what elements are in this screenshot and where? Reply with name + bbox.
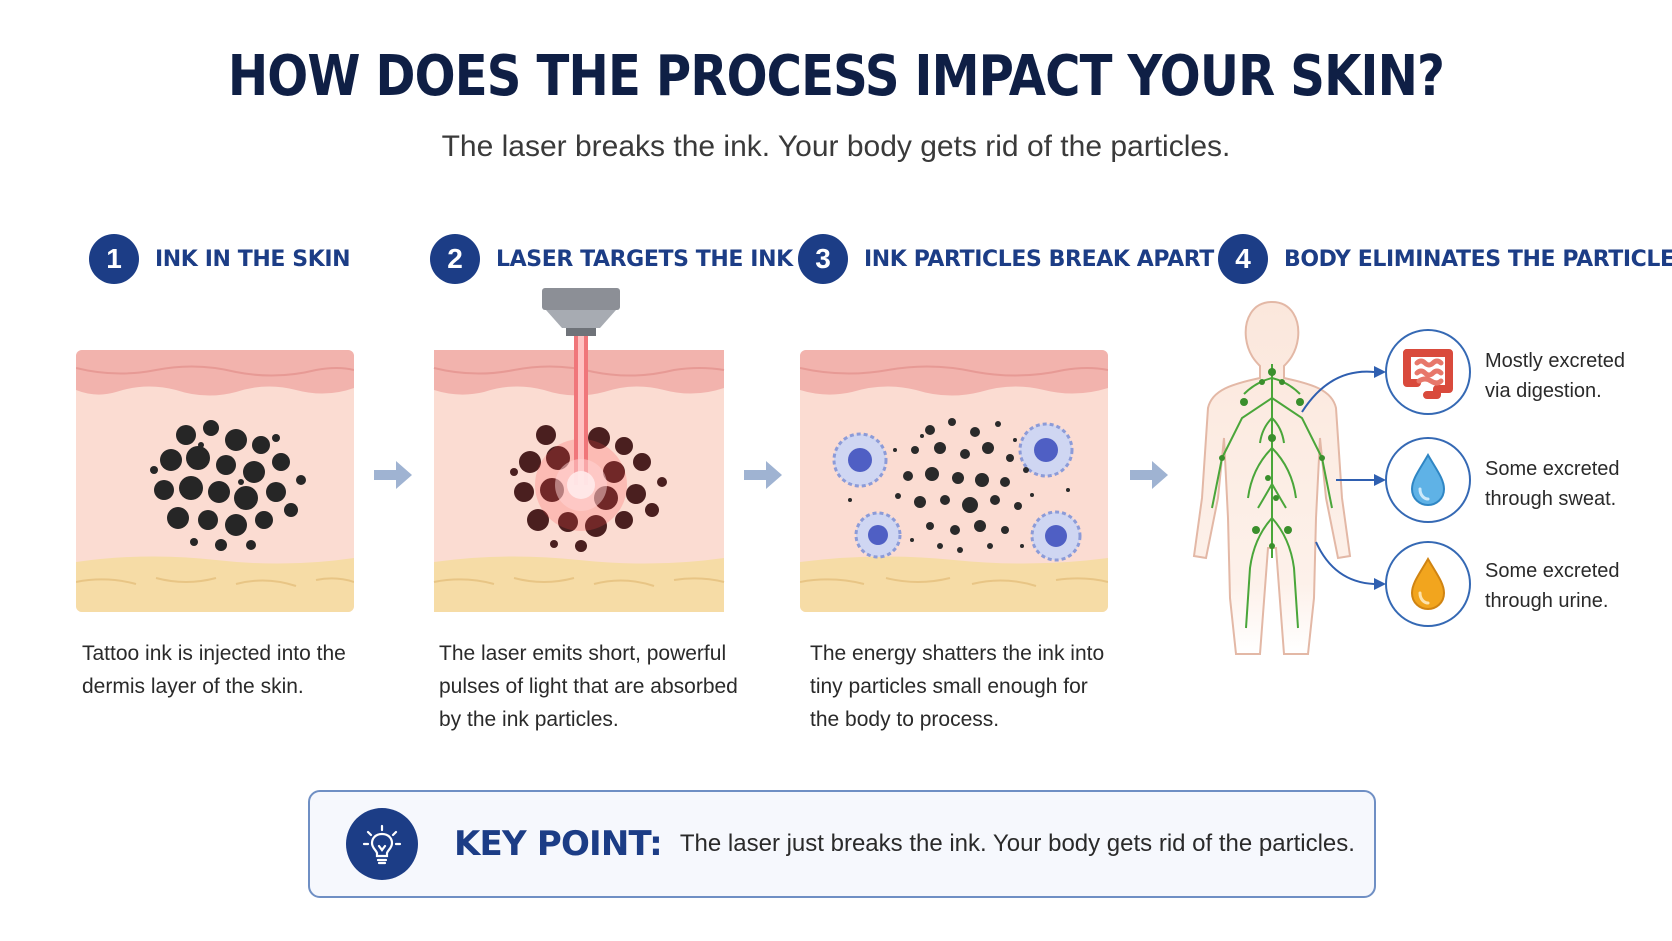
lightbulb-icon	[346, 808, 418, 880]
step-2-number: 2	[430, 234, 480, 284]
page-title: HOW DOES THE PROCESS IMPACT YOUR SKIN?	[227, 44, 1445, 109]
elimination-arrows	[1290, 350, 1390, 600]
route-text-line: Some excreted	[1485, 458, 1620, 480]
step-2-description-line: The laser emits short, powerful	[439, 642, 727, 665]
human-body-icon	[1192, 300, 1352, 655]
step-2-header: 2 LASER TARGETS THE INK	[430, 234, 793, 284]
step-2-description-line: pulses of light that are absorbed	[439, 675, 738, 698]
step-4-title: BODY ELIMINATES THE PARTICLES	[1284, 246, 1672, 272]
flow-arrow-2	[742, 458, 784, 492]
step-3-description-line: The energy shatters the ink into	[810, 642, 1105, 665]
page-subtitle: The laser breaks the ink. Your body gets…	[441, 130, 1231, 163]
curved-arrows-icon	[1301, 366, 1386, 590]
ink-cluster	[150, 420, 306, 551]
step-1-title: INK IN THE SKIN	[155, 246, 351, 272]
ink-cluster-heated	[510, 425, 667, 552]
key-point-callout: KEY POINT: The laser just breaks the ink…	[308, 790, 1376, 898]
step-3-number: 3	[798, 234, 848, 284]
arrow-right-icon	[1130, 461, 1168, 489]
laser-illustration	[433, 288, 725, 612]
step-2-description: The laser emits short, powerful pulses o…	[439, 637, 749, 736]
skin-cross-section-illustration	[76, 350, 354, 612]
key-point-text: The laser just breaks the ink. Your body…	[679, 830, 1355, 857]
step-3-title: INK PARTICLES BREAK APART	[864, 246, 1214, 272]
particles-illustration	[800, 350, 1108, 612]
step-4-header: 4 BODY ELIMINATES THE PARTICLES	[1218, 234, 1672, 284]
step-3-description: The energy shatters the ink into tiny pa…	[810, 637, 1130, 736]
lymph-vessels	[1211, 364, 1333, 629]
lymph-nodes	[1219, 368, 1325, 549]
route-text-line: Some excreted	[1485, 560, 1620, 582]
step-1-header: 1 INK IN THE SKIN	[89, 234, 351, 284]
flow-arrow-1	[372, 458, 414, 492]
step-3-description-line: tiny particles small enough for	[810, 675, 1088, 698]
route-sweat-text: Some excreted through sweat.	[1485, 454, 1620, 514]
route-text-line: through urine.	[1485, 590, 1609, 612]
step-2-description-line: by the ink particles.	[439, 708, 619, 731]
skin-panel-ink	[76, 350, 354, 612]
arrow-right-icon	[744, 461, 782, 489]
key-point-label: KEY POINT:	[454, 824, 663, 864]
sweat-drop-icon-graphic	[1410, 453, 1446, 507]
route-urine-text: Some excreted through urine.	[1485, 556, 1620, 616]
intestine-icon-graphic	[1403, 349, 1453, 399]
route-text-line: Mostly excreted	[1485, 350, 1626, 372]
flow-arrow-3	[1128, 458, 1170, 492]
step-3-description-line: the body to process.	[810, 708, 1000, 731]
laser-handpiece-icon	[542, 288, 620, 336]
step-1-description: Tattoo ink is injected into the dermis l…	[82, 637, 382, 703]
route-digestion-text: Mostly excreted via digestion.	[1485, 346, 1625, 406]
arrow-right-icon	[374, 461, 412, 489]
immune-cell-icon	[832, 422, 1082, 562]
lightbulb-icon-graphic	[362, 824, 402, 865]
step-4-number: 4	[1218, 234, 1268, 284]
step-1-number: 1	[89, 234, 139, 284]
urine-drop-icon	[1385, 541, 1471, 627]
skin-panel-particles	[800, 350, 1108, 612]
skin-panel-laser	[433, 288, 725, 612]
route-text-line: via digestion.	[1485, 380, 1602, 402]
step-1-description-line: dermis layer of the skin.	[82, 675, 304, 698]
intestine-icon	[1385, 329, 1471, 415]
step-3-header: 3 INK PARTICLES BREAK APART	[798, 234, 1214, 284]
step-2-title: LASER TARGETS THE INK	[496, 246, 793, 272]
sweat-drop-icon	[1385, 437, 1471, 523]
ink-particles	[848, 418, 1070, 553]
step-1-description-line: Tattoo ink is injected into the	[82, 642, 346, 665]
human-body-lymph-illustration	[1182, 298, 1362, 658]
route-text-line: through sweat.	[1485, 488, 1617, 510]
urine-drop-icon-graphic	[1410, 557, 1446, 611]
